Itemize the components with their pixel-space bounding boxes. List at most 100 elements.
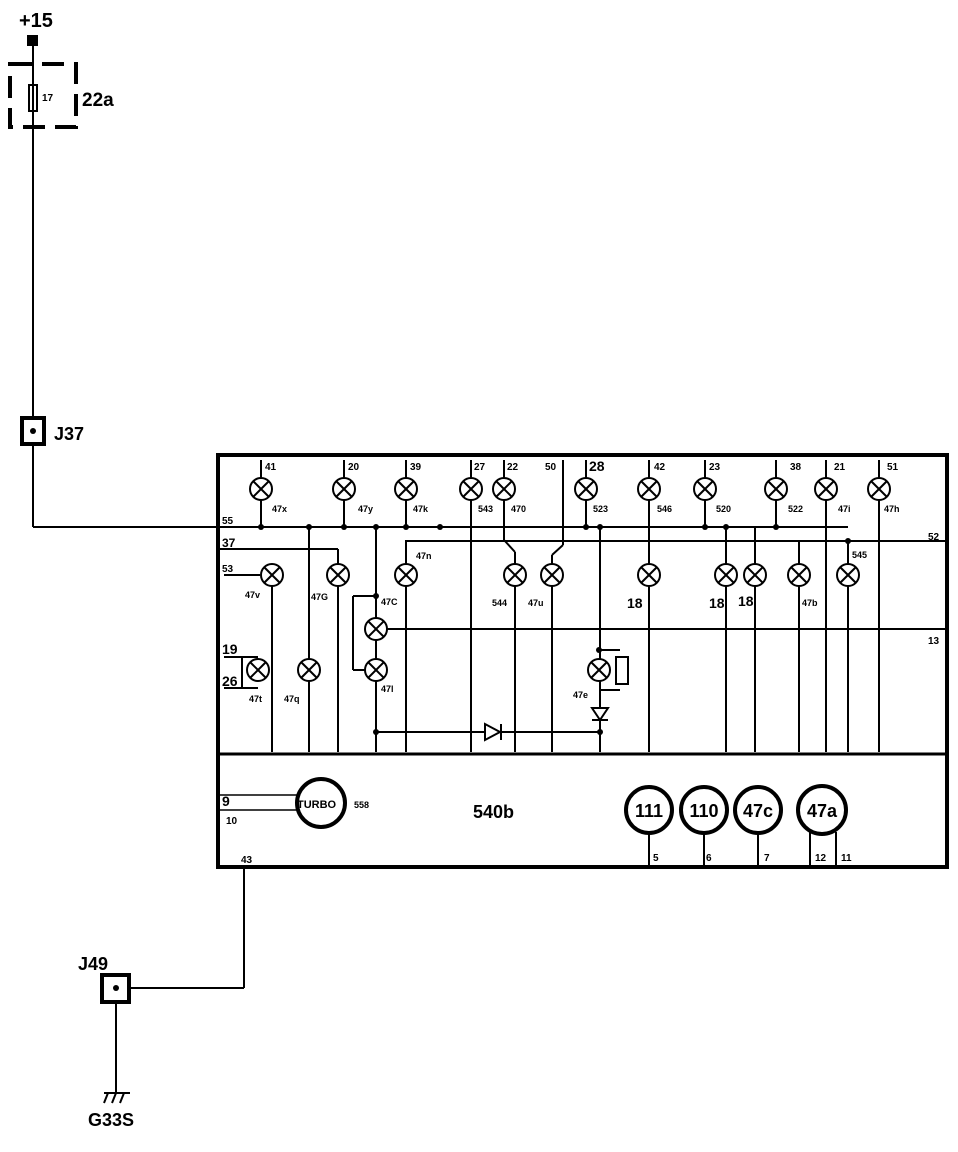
lamp-icon bbox=[836, 563, 860, 587]
lamp-icon bbox=[249, 477, 273, 501]
pin-55: 55 bbox=[222, 516, 234, 527]
pin-9: 9 bbox=[222, 793, 230, 809]
pin-43: 43 bbox=[241, 855, 253, 866]
lamp-label-18a: 18 bbox=[627, 595, 643, 611]
pin-19: 19 bbox=[222, 641, 238, 657]
gauge-47c-label: 47c bbox=[743, 801, 773, 821]
lamp-icon bbox=[332, 477, 356, 501]
lamp-label-47G: 47G bbox=[311, 592, 328, 602]
lamp-group bbox=[246, 477, 891, 682]
gauge-47a bbox=[796, 784, 848, 836]
lamp-label-47l: 47l bbox=[381, 684, 394, 694]
lamp-label-18c: 18 bbox=[738, 593, 754, 609]
lamp-icon bbox=[326, 563, 350, 587]
lamp-icon bbox=[364, 617, 388, 641]
lamp-icon bbox=[574, 477, 598, 501]
fuse-box-label: 22a bbox=[82, 90, 114, 111]
pin-28: 28 bbox=[589, 458, 605, 474]
ground-icon bbox=[103, 1092, 130, 1104]
pin-23: 23 bbox=[709, 462, 721, 473]
turbo-gauge bbox=[295, 777, 347, 829]
lamp-label-520: 520 bbox=[716, 504, 731, 514]
lamp-label-47y: 47y bbox=[358, 504, 373, 514]
pin-41: 41 bbox=[265, 462, 277, 473]
lamp-icon bbox=[540, 563, 564, 587]
lamp-icon bbox=[637, 563, 661, 587]
lamp-icon bbox=[394, 563, 418, 587]
pin-42: 42 bbox=[654, 462, 666, 473]
pin-7: 7 bbox=[764, 853, 770, 864]
turbo-gauge-ref: 558 bbox=[354, 800, 369, 810]
pin-22: 22 bbox=[507, 462, 519, 473]
lamp-icon bbox=[787, 563, 811, 587]
pin-26: 26 bbox=[222, 673, 238, 689]
lamp-label-47t: 47t bbox=[249, 694, 262, 704]
ground-label: G33S bbox=[88, 1110, 134, 1130]
pin-labels: 41 20 39 27 22 50 28 42 23 38 21 51 55 3… bbox=[222, 458, 940, 866]
lamp-icon bbox=[637, 477, 661, 501]
pin-12: 12 bbox=[815, 853, 827, 864]
lamp-label-523: 523 bbox=[593, 504, 608, 514]
pin-37: 37 bbox=[222, 536, 236, 550]
pin-20: 20 bbox=[348, 462, 360, 473]
lamp-icon bbox=[814, 477, 838, 501]
pin-52: 52 bbox=[928, 532, 940, 543]
gauge-47a-label: 47a bbox=[807, 801, 838, 821]
diode-vertical-icon bbox=[590, 707, 610, 722]
pin-53: 53 bbox=[222, 564, 234, 575]
connector-j37-label: J37 bbox=[54, 424, 84, 444]
pin-11: 11 bbox=[841, 853, 852, 864]
lamp-label-47q: 47q bbox=[284, 694, 300, 704]
lamp-label-545: 545 bbox=[852, 550, 867, 560]
lamp-icon bbox=[246, 658, 270, 682]
lamp-label-47v: 47v bbox=[245, 590, 260, 600]
lamp-label-47u: 47u bbox=[528, 598, 544, 608]
lamp-icon bbox=[764, 477, 788, 501]
lamp-label-546: 546 bbox=[657, 504, 672, 514]
lamp-label-47b: 47b bbox=[802, 598, 818, 608]
lamp-icon bbox=[693, 477, 717, 501]
lamp-icon bbox=[364, 658, 388, 682]
lamp-label-47C: 47C bbox=[381, 597, 398, 607]
supply-label: +15 bbox=[19, 10, 53, 32]
turbo-gauge-label: TURBO bbox=[297, 799, 337, 811]
pin-50: 50 bbox=[545, 462, 557, 473]
top-wire-group bbox=[224, 460, 880, 752]
pin-5: 5 bbox=[653, 853, 659, 864]
pin-6: 6 bbox=[706, 853, 712, 864]
lamp-label-47e: 47e bbox=[573, 690, 588, 700]
pin-13: 13 bbox=[928, 636, 940, 647]
pin-51: 51 bbox=[887, 462, 899, 473]
gauge-111-label: 111 bbox=[635, 801, 663, 821]
lamp-icon bbox=[714, 563, 738, 587]
pin-39: 39 bbox=[410, 462, 422, 473]
lamp-icon bbox=[297, 658, 321, 682]
lamp-label-47h: 47h bbox=[884, 504, 900, 514]
fuse-number: 17 bbox=[42, 93, 54, 104]
fuse-box-outline bbox=[8, 62, 78, 129]
supply-terminal bbox=[27, 35, 38, 46]
lamp-icon bbox=[492, 477, 516, 501]
lamp-icon bbox=[394, 477, 418, 501]
pin-38: 38 bbox=[790, 462, 802, 473]
lamp-label-47n: 47n bbox=[416, 551, 432, 561]
gauge-111 bbox=[624, 785, 674, 835]
lamp-icon bbox=[587, 658, 611, 682]
lamp-label-522: 522 bbox=[788, 504, 803, 514]
lamp-label-543: 543 bbox=[478, 504, 493, 514]
lamp-icon bbox=[743, 563, 767, 587]
lamp-label-544: 544 bbox=[492, 598, 507, 608]
lamp-label-47k: 47k bbox=[413, 504, 429, 514]
cluster-label: 540b bbox=[473, 802, 514, 822]
pin-10: 10 bbox=[226, 816, 238, 827]
lamp-labels: 47x 47y 47k 543 470 523 546 520 522 47i … bbox=[245, 504, 900, 704]
pin-27: 27 bbox=[474, 462, 486, 473]
lamp-label-470: 470 bbox=[511, 504, 526, 514]
gauge-110 bbox=[679, 785, 729, 835]
diode-horizontal-icon bbox=[484, 722, 503, 742]
lamp-label-18b: 18 bbox=[709, 595, 725, 611]
junction-dots bbox=[258, 524, 851, 735]
instrument-cluster-frame bbox=[216, 453, 949, 869]
lamp-icon bbox=[459, 477, 483, 501]
